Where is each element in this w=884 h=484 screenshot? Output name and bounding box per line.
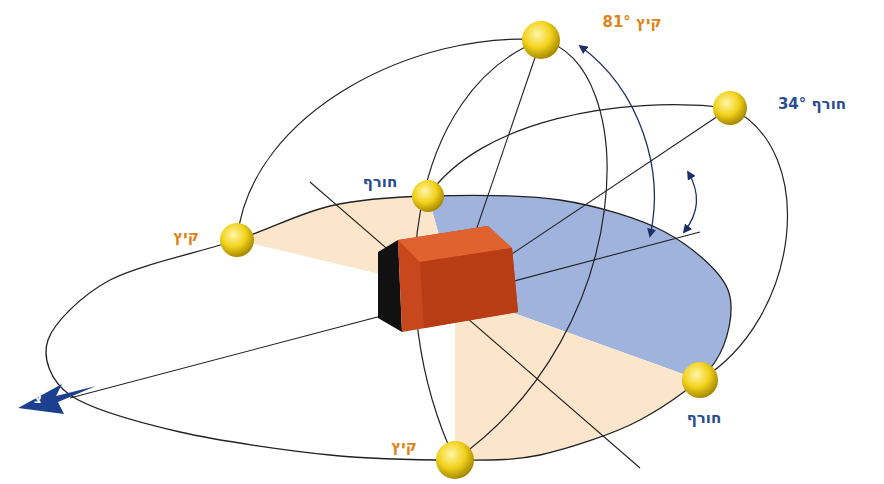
summer-sun-label: קיץ	[391, 438, 416, 455]
horizon-ring	[46, 195, 731, 460]
sun-symbol	[220, 223, 254, 257]
north-label: צ	[34, 393, 42, 406]
summer-angle-label: 81° קיץ	[603, 14, 662, 31]
winter-path	[700, 108, 787, 380]
angle-arc	[684, 172, 697, 232]
sun-symbol	[412, 180, 444, 212]
summer-path	[237, 39, 541, 240]
sun-symbol	[713, 91, 747, 125]
summer-sun-label: קיץ	[173, 228, 198, 245]
sun-symbol	[682, 362, 718, 398]
winter-path	[428, 105, 730, 196]
sun-symbol	[436, 441, 474, 479]
winter-sun-label: חורף	[687, 410, 722, 427]
winter-sun-label: חורף	[363, 174, 398, 191]
north-arrowhead	[18, 384, 96, 414]
house	[378, 226, 518, 332]
angle-arc	[580, 46, 654, 236]
winter-angle-label: 34° חורף	[778, 96, 846, 113]
north-axis	[70, 232, 700, 398]
summer-sector	[455, 292, 884, 484]
sun-symbol	[522, 21, 560, 59]
axis-line	[310, 182, 640, 468]
